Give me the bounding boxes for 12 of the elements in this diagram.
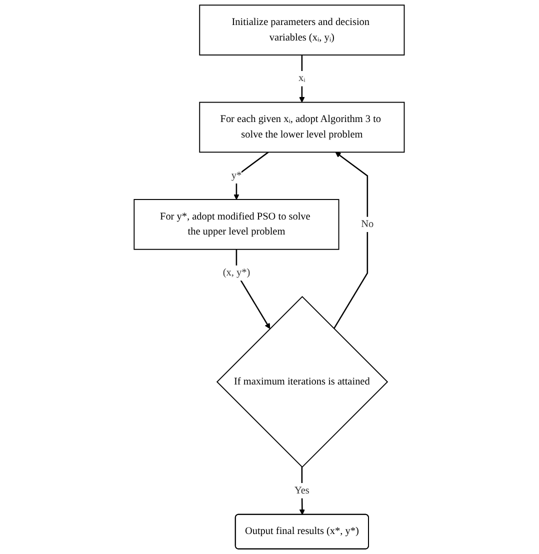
node-box: Initialize parameters and decision variables (xᵢ, yᵢ)	[199, 4, 406, 56]
edge-label: No	[361, 218, 374, 230]
node-box: For y*, adopt modified PSO to solve the upper level problem	[134, 199, 340, 250]
edge-label: xᵢ	[298, 72, 306, 84]
edge-label: y*	[232, 170, 242, 181]
edge-label: (x, y*)	[223, 267, 250, 278]
arrow	[334, 152, 368, 330]
arrow	[234, 152, 270, 200]
node-diamond: If maximum iterations is attained	[216, 296, 388, 468]
edge-label: Yes	[294, 484, 310, 496]
node-box: For each given xᵢ, adopt Algorithm 3 to solve the lower level problem	[199, 102, 406, 153]
arrow	[299, 55, 306, 103]
